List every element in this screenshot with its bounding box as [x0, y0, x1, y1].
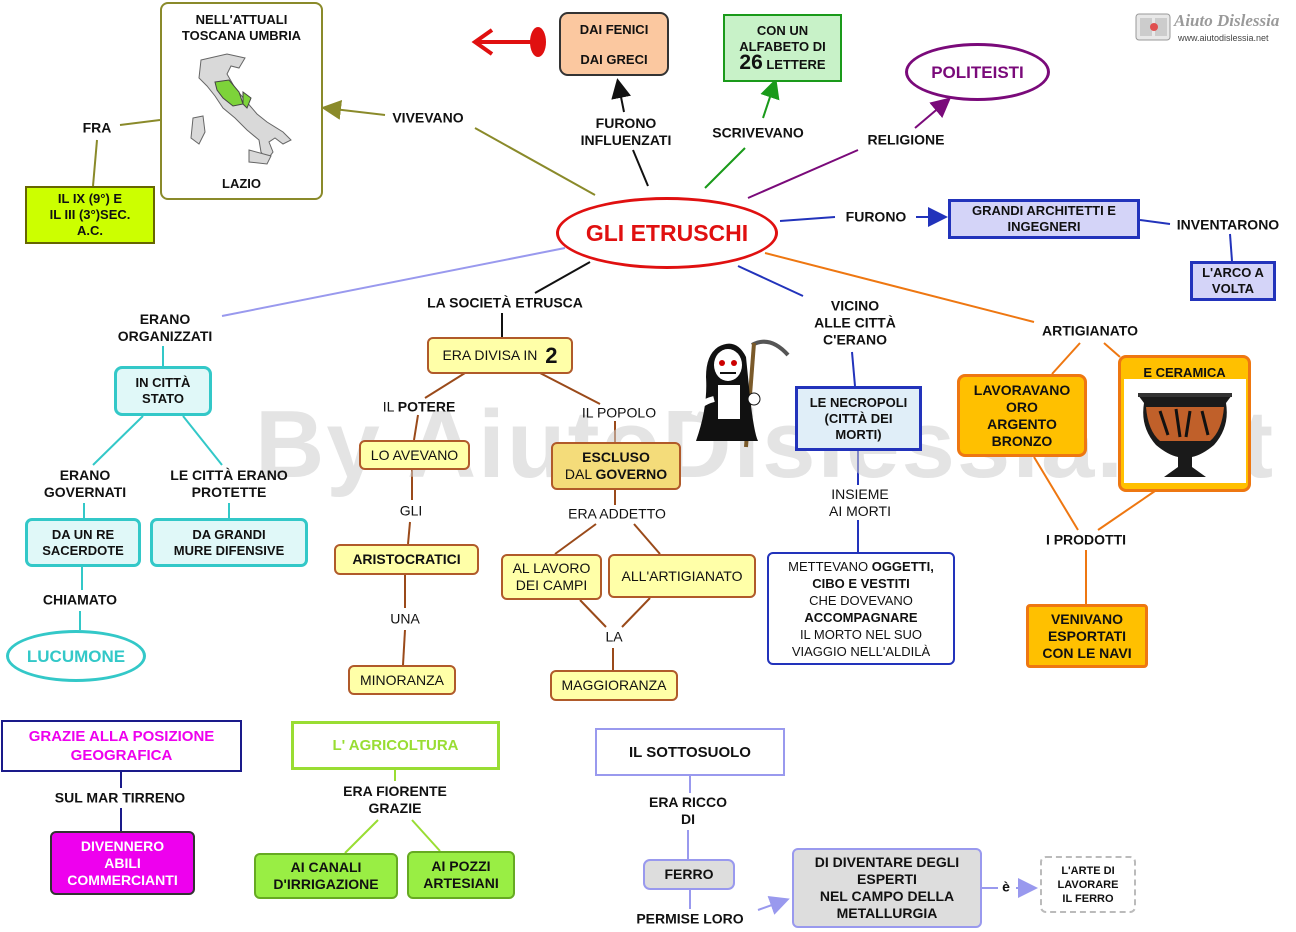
map-bottom-label: LAZIO [222, 176, 261, 191]
grim-reaper-icon [691, 339, 790, 448]
societa-etrusca-label: LA SOCIETÀ ETRUSCA [427, 294, 583, 311]
aristocratici-box: ARISTOCRATICI [334, 544, 479, 575]
secoli-box: IL IX (9°) E IL III (3°)SEC. A.C. [25, 186, 155, 244]
posizione-box: GRAZIE ALLA POSIZIONE GEOGRAFICA [1, 720, 242, 772]
escluso-box: ESCLUSO DAL GOVERNO [551, 442, 681, 490]
era-divisa-number: 2 [545, 343, 558, 368]
metalli-box: LAVORAVANO ORO ARGENTO BRONZO [957, 374, 1087, 457]
re-sacerdote-box: DA UN RE SACERDOTE [25, 518, 141, 567]
mettevano-segment: CIBO E VESTITI [812, 575, 910, 591]
map-top-label: NELL'ATTUALI TOSCANA UMBRIA [181, 12, 302, 43]
book-icon [1135, 13, 1171, 41]
citta-stato-box: IN CITTÀ STATO [114, 366, 212, 416]
alfabeto-number-line: 26 LETTERE [739, 52, 826, 73]
citta-protette-label: LE CITTÀ ERANO PROTETTE [170, 467, 288, 500]
italy-map-icon [189, 53, 292, 165]
lucumone-node: LUCUMONE [6, 630, 146, 682]
sul-mar-label: SUL MAR TIRRENO [54, 789, 186, 806]
religione-label: RELIGIONE [867, 131, 945, 148]
mettevano-text: METTEVANO OGGETTI, CIBO E VESTITI CHE DO… [788, 558, 934, 660]
alfabeto-box: CON UN ALFABETO DI 26 LETTERE [723, 14, 842, 82]
center-node: GLI ETRUSCHI [556, 197, 778, 269]
i-prodotti-label: I PRODOTTI [1045, 531, 1127, 548]
vase-image [1123, 379, 1246, 483]
erano-organizzati-label: ERANO ORGANIZZATI [117, 311, 213, 344]
era-addetto-label: ERA ADDETTO [568, 505, 666, 522]
vase-icon [1137, 393, 1232, 477]
esportati-box: VENIVANO ESPORTATI CON LE NAVI [1026, 604, 1148, 668]
erano-governati-label: ERANO GOVERNATI [43, 467, 127, 500]
chiamato-label: CHIAMATO [42, 591, 118, 608]
map-box: NELL'ATTUALI TOSCANA UMBRIA LAZIO [160, 2, 323, 200]
il-potere-pre: IL [382, 398, 398, 415]
fra-label: FRA [82, 119, 112, 136]
artigianato-label: ARTIGIANATO [1042, 322, 1138, 339]
escluso-line2: DAL GOVERNO [565, 466, 667, 483]
scrivevano-label: SCRIVEVANO [712, 124, 804, 141]
il-potere-label: IL POTERE [383, 399, 456, 416]
escluso-line1: ESCLUSO [582, 449, 650, 465]
pozzi-box: AI POZZI ARTESIANI [407, 851, 515, 899]
arte-ferro-box: L'ARTE DI LAVORARE IL FERRO [1040, 856, 1136, 913]
la-label: LA [605, 628, 623, 645]
il-popolo-label: IL POPOLO [581, 404, 657, 421]
canali-box: AI CANALI D'IRRIGAZIONE [254, 853, 398, 899]
alfabeto-number: 26 [739, 51, 763, 74]
politeisti-node: POLITEISTI [905, 43, 1050, 101]
era-divisa-box: ERA DIVISA IN 2 [427, 337, 573, 374]
logo-url: www.aiutodislessia.net [1178, 33, 1269, 43]
escluso-dal: DAL [564, 466, 596, 482]
alfabeto-text: CON UN ALFABETO DI [739, 23, 826, 54]
permise-label: PERMISE LORO [636, 910, 744, 927]
lavoro-campi-box: AL LAVORO DEI CAMPI [501, 554, 602, 600]
inventarono-label: INVENTARONO [1176, 216, 1280, 233]
una-label: UNA [390, 610, 420, 627]
ferro-box: FERRO [643, 859, 735, 890]
all-artigianato-box: ALL'ARTIGIANATO [608, 554, 756, 598]
alfabeto-lettere: LETTERE [762, 57, 826, 72]
mettevano-segment: CHE DOVEVANO [809, 592, 913, 608]
insieme-label: INSIEME AI MORTI [829, 486, 891, 519]
agricoltura-box: L' AGRICOLTURA [291, 721, 500, 770]
commercianti-box: DIVENNERO ABILI COMMERCIANTI [50, 831, 195, 895]
minoranza-box: MINORANZA [348, 665, 456, 695]
architetti-box: GRANDI ARCHITETTI E INGEGNERI [948, 199, 1140, 239]
mettevano-segment: OGGETTI, [871, 558, 934, 574]
gli-label: GLI [399, 502, 423, 519]
furono-label: FURONO [845, 208, 907, 225]
necropoli-box: LE NECROPOLI (CITTÀ DEI MORTI) [795, 386, 922, 451]
mettevano-segment: ACCOMPAGNARE [804, 609, 918, 625]
sottosuolo-box: IL SOTTOSUOLO [595, 728, 785, 776]
escluso-governo: GOVERNO [595, 466, 668, 482]
lo-avevano-box: LO AVEVANO [359, 440, 470, 470]
metallurgia-box: DI DIVENTARE DEGLI ESPERTI NEL CAMPO DEL… [792, 848, 982, 928]
vivevano-label: VIVEVANO [392, 109, 464, 126]
mettevano-segment: IL MORTO NEL SUO [799, 626, 923, 642]
vicino-label: VICINO ALLE CITTÀ C'ERANO [814, 297, 896, 348]
il-potere-bold: POTERE [397, 398, 456, 415]
era-divisa-text: ERA DIVISA IN [442, 347, 542, 363]
fenici-greci-box: DAI FENICI DAI GRECI [559, 12, 669, 76]
era-ricco-label: ERA RICCO DI [648, 794, 728, 827]
mettevano-segment: VIAGGIO NELL'ALDILÀ [791, 643, 931, 659]
mettevano-box: METTEVANO OGGETTI, CIBO E VESTITI CHE DO… [767, 552, 955, 665]
mure-box: DA GRANDI MURE DIFENSIVE [150, 518, 308, 567]
ceramica-box: E CERAMICA [1118, 355, 1251, 492]
mettevano-segment: METTEVANO [788, 558, 872, 574]
e-verb-label: è [1002, 878, 1010, 895]
aiuto-dislessia-logo: Aiuto Dislessia www.aiutodislessia.net [1134, 10, 1286, 46]
ceramica-label: E CERAMICA [1143, 365, 1226, 380]
furono-influenzati-label: FURONO INFLUENZATI [580, 115, 672, 148]
arco-box: L'ARCO A VOLTA [1190, 261, 1276, 301]
logo-title: Aiuto Dislessia [1174, 11, 1280, 30]
maggioranza-box: MAGGIORANZA [550, 670, 678, 701]
era-fiorente-label: ERA FIORENTE GRAZIE [343, 783, 447, 816]
